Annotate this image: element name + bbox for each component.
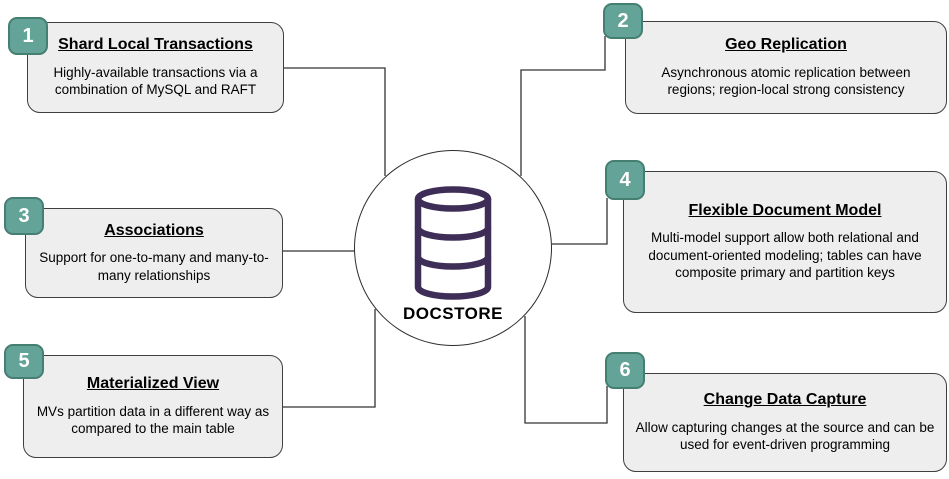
connector-feature-4 bbox=[552, 198, 608, 245]
connector-feature-5 bbox=[283, 309, 376, 408]
feature-description: Multi-model support allow both relationa… bbox=[648, 230, 922, 281]
feature-description: Support for one-to-many and many-to-many… bbox=[39, 250, 269, 283]
feature-box-materialized-view: Materialized View MVs partition data in … bbox=[23, 355, 283, 458]
feature-description: Highly-available transactions via a comb… bbox=[53, 64, 258, 98]
feature-title: Change Data Capture bbox=[703, 391, 867, 409]
feature-box-flexible-document-model: Flexible Document Model Multi-model supp… bbox=[623, 171, 947, 313]
feature-title: Geo Replication bbox=[725, 36, 847, 54]
feature-number-badge-4: 4 bbox=[605, 160, 645, 200]
feature-number-badge-3: 3 bbox=[4, 197, 44, 235]
connector-feature-1 bbox=[284, 67, 386, 176]
feature-title: Associations bbox=[104, 221, 204, 239]
database-cylinder-icon bbox=[414, 186, 492, 300]
feature-number-badge-5: 5 bbox=[4, 344, 44, 379]
badge-number: 2 bbox=[617, 9, 629, 32]
connector-feature-6 bbox=[524, 316, 608, 424]
feature-number-badge-2: 2 bbox=[603, 3, 643, 39]
docstore-label: DOCSTORE bbox=[402, 304, 504, 323]
feature-number-badge-6: 6 bbox=[605, 352, 645, 389]
feature-description: Allow capturing changes at the source an… bbox=[635, 419, 935, 453]
feature-box-shard-local-transactions: Shard Local Transactions Highly-availabl… bbox=[27, 22, 284, 113]
feature-description: Asynchronous atomic replication between … bbox=[661, 64, 911, 98]
badge-number: 3 bbox=[18, 204, 30, 227]
feature-number-badge-1: 1 bbox=[8, 17, 48, 55]
feature-box-associations: Associations Support for one-to-many and… bbox=[25, 208, 283, 298]
feature-title: Shard Local Transactions bbox=[58, 36, 253, 54]
feature-box-geo-replication: Geo Replication Asynchronous atomic repl… bbox=[625, 21, 947, 114]
connector-feature-2 bbox=[520, 36, 606, 176]
feature-title: Materialized View bbox=[86, 375, 220, 393]
badge-number: 4 bbox=[619, 168, 631, 191]
badge-number: 5 bbox=[18, 350, 30, 372]
badge-number: 6 bbox=[619, 359, 631, 381]
docstore-hub-circle: DOCSTORE bbox=[354, 150, 552, 346]
feature-box-change-data-capture: Change Data Capture Allow capturing chan… bbox=[623, 373, 947, 472]
badge-number: 1 bbox=[22, 24, 34, 47]
feature-title: Flexible Document Model bbox=[688, 201, 882, 219]
feature-description: MVs partition data in a different way as… bbox=[36, 403, 270, 437]
